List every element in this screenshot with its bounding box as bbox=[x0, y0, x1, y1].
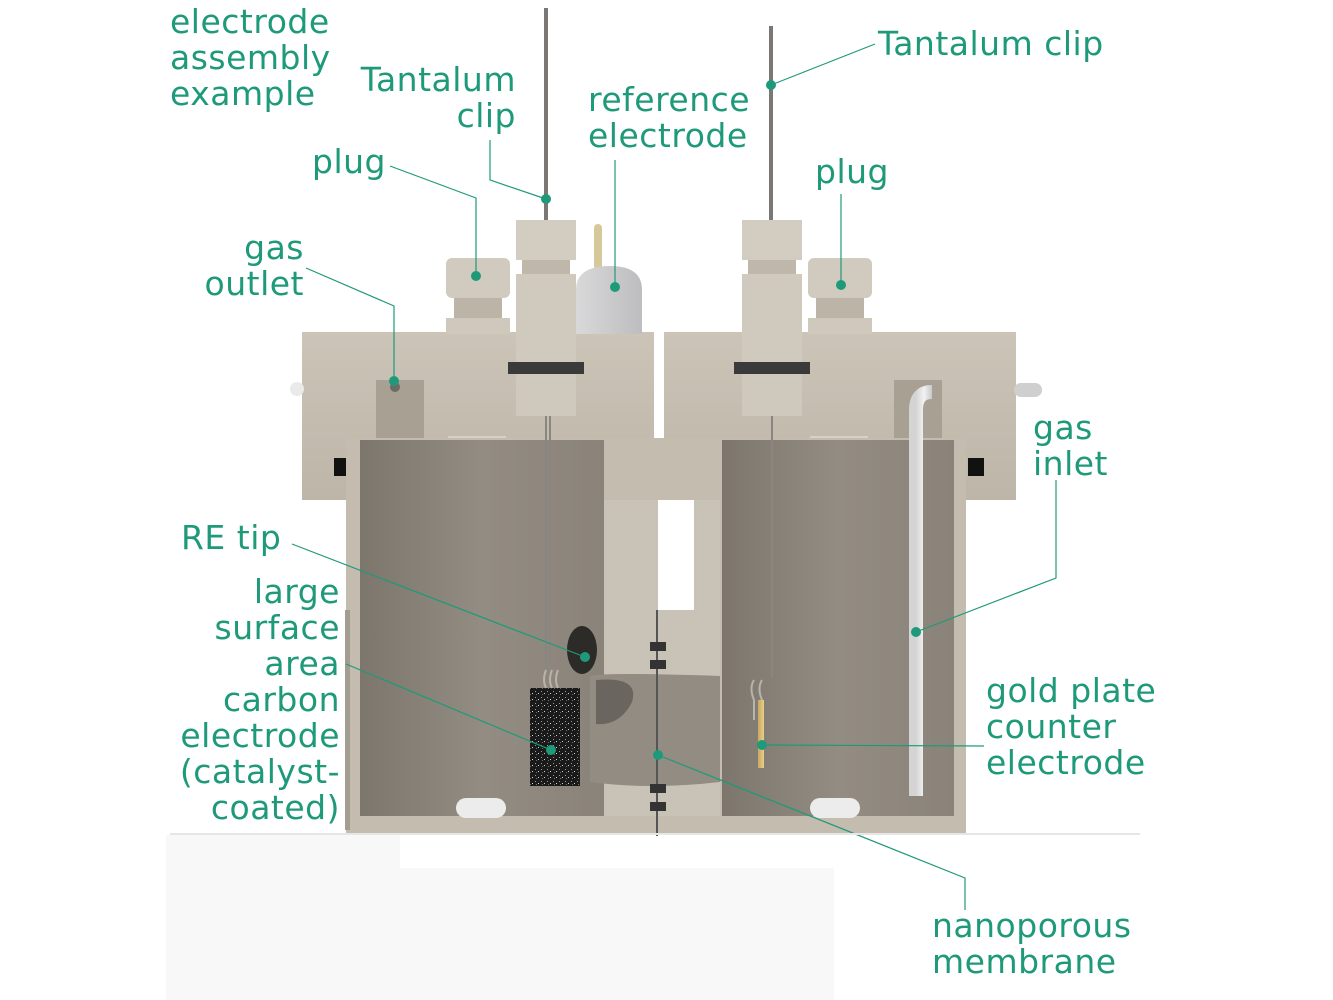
carbon-electrode bbox=[530, 688, 580, 786]
right-plug bbox=[808, 258, 872, 334]
label-reference-electrode: reference electrode bbox=[588, 80, 751, 155]
label-gas-outlet: gas outlet bbox=[204, 228, 304, 303]
label-plug-left: plug bbox=[312, 142, 386, 181]
membrane-line bbox=[656, 610, 658, 836]
label-nanoporous-membrane: nanoporous membrane bbox=[932, 906, 1132, 981]
cell-body bbox=[345, 438, 966, 836]
label-carbon-electrode: large surface area carbon electrode (cat… bbox=[179, 572, 340, 827]
left-tantalum-wire bbox=[544, 8, 548, 223]
re-tip bbox=[567, 626, 597, 674]
reference-electrode bbox=[576, 224, 642, 334]
label-plug-right: plug bbox=[815, 152, 889, 191]
floor-shadow bbox=[166, 868, 834, 1000]
label-gas-inlet: gas inlet bbox=[1033, 408, 1108, 483]
diagram-title: electrode assembly example bbox=[170, 2, 331, 113]
floor-shadow-upper bbox=[166, 835, 400, 875]
label-tantalum-clip-left: Tantalum clip bbox=[360, 60, 516, 135]
gold-plate bbox=[758, 700, 764, 768]
label-gold-counter-electrode: gold plate counter electrode bbox=[986, 671, 1157, 782]
foot-left bbox=[456, 798, 506, 818]
center-slot bbox=[658, 500, 694, 610]
gas-inlet-tube bbox=[909, 385, 933, 796]
label-re-tip: RE tip bbox=[181, 518, 282, 557]
leader-lines bbox=[291, 43, 1057, 910]
left-plug bbox=[446, 258, 510, 334]
foot-right bbox=[810, 798, 860, 818]
label-tantalum-clip-right: Tantalum clip bbox=[878, 24, 1104, 63]
right-tantalum-wire bbox=[769, 26, 773, 223]
right-electrode-holder bbox=[734, 220, 810, 678]
left-electrode-holder bbox=[508, 220, 584, 664]
leader-dots bbox=[389, 80, 921, 760]
